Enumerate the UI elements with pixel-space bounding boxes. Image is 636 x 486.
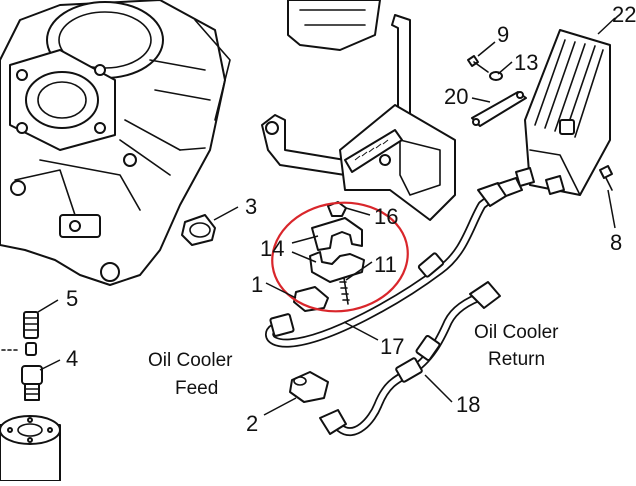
oil-cooler-return-label-line1: Oil Cooler bbox=[474, 322, 559, 343]
callout-22: 22 bbox=[612, 2, 636, 27]
oil-cooler bbox=[467, 29, 613, 196]
oil-cooler-return-label-line2: Return bbox=[488, 349, 545, 370]
leader-lines bbox=[37, 17, 616, 416]
mounting-bracket bbox=[261, 0, 456, 221]
callout-17: 17 bbox=[380, 334, 404, 359]
fitting-part-2 bbox=[289, 371, 329, 403]
callout-1: 1 bbox=[251, 272, 263, 297]
callout-13: 13 bbox=[514, 50, 538, 75]
callout-14: 14 bbox=[260, 236, 284, 261]
highlight-circle bbox=[271, 201, 409, 313]
oil-filter-part bbox=[0, 415, 61, 482]
spring-part bbox=[23, 311, 39, 339]
oil-line-18 bbox=[319, 281, 501, 437]
check-valve-part bbox=[25, 342, 37, 356]
clamp-assembly bbox=[293, 201, 365, 312]
callout-18: 18 bbox=[456, 392, 480, 417]
callout-2: 2 bbox=[246, 411, 258, 436]
callout-8: 8 bbox=[610, 230, 622, 255]
callout-5: 5 bbox=[66, 286, 78, 311]
callout-11: 11 bbox=[374, 252, 397, 277]
engine-crankcase bbox=[0, 0, 231, 286]
oil-cooler-feed-label-line1: Oil Cooler bbox=[148, 350, 233, 371]
adapter-part bbox=[21, 365, 43, 401]
plug-part bbox=[181, 214, 216, 246]
callout-20: 20 bbox=[444, 84, 468, 109]
callout-16: 16 bbox=[374, 204, 398, 229]
oil-cooler-feed-label-line2: Feed bbox=[175, 378, 218, 399]
callout-9: 9 bbox=[497, 22, 509, 47]
callout-3: 3 bbox=[245, 194, 257, 219]
oil-line-17 bbox=[265, 177, 523, 348]
callout-4: 4 bbox=[66, 346, 78, 371]
